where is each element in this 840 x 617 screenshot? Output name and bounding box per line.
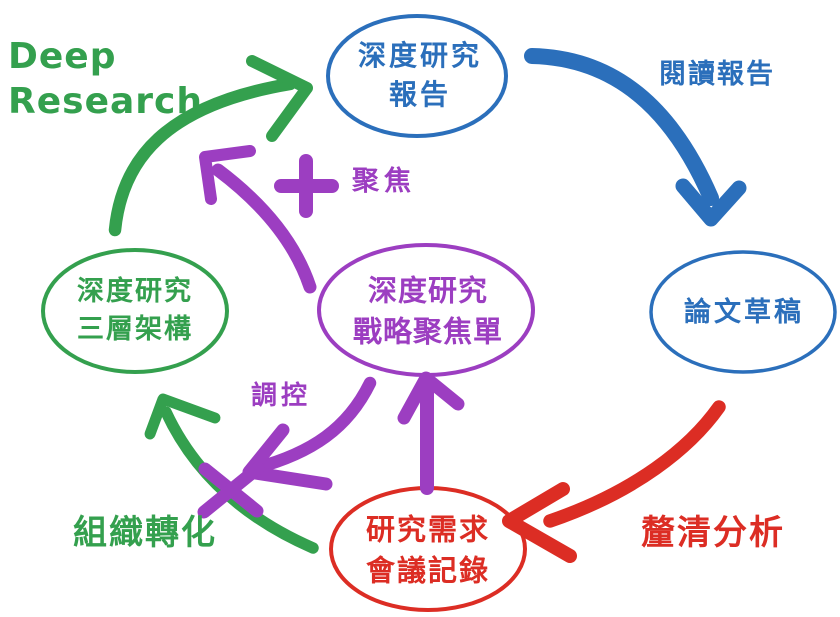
- regulate-label: 調控: [251, 381, 312, 411]
- plus-icon: [274, 154, 339, 218]
- x-mark-icon: [197, 461, 265, 519]
- deep-research-annotation: Deep Research: [8, 34, 203, 124]
- node-draft-label: 論文草稿: [684, 297, 804, 329]
- org-transform-label: 組織轉化: [73, 513, 217, 553]
- node-meeting-notes-line2: 會議記錄: [365, 553, 491, 587]
- node-report-line2: 報告: [388, 78, 452, 111]
- arrow-focus: [199, 145, 317, 294]
- node-report: 深度研究 報告: [358, 36, 482, 114]
- node-report-line1: 深度研究: [357, 38, 483, 72]
- ellipse-architecture: [41, 248, 229, 374]
- arrow-deep-research: [108, 55, 313, 237]
- node-meeting-notes: 研究需求 會議記錄: [366, 509, 490, 590]
- node-focus-list-line2: 戰略聚焦單: [352, 314, 504, 348]
- read-report-label: 閱讀報告: [659, 59, 775, 90]
- node-architecture: 深度研究 三層架構: [77, 273, 193, 349]
- node-focus-list: 深度研究 戰略聚焦單: [353, 270, 503, 351]
- arrow-promote: [397, 371, 465, 495]
- node-meeting-notes-line1: 研究需求: [365, 512, 491, 547]
- node-focus-list-line1: 深度研究: [367, 273, 489, 308]
- annotation-line1: Deep: [8, 36, 117, 77]
- ellipse-draft: [649, 250, 837, 374]
- node-architecture-line1: 深度研究: [77, 276, 193, 308]
- ellipse-report: [326, 14, 508, 138]
- arrow-clarify-analysis: [502, 400, 726, 563]
- node-draft: 論文草稿: [684, 294, 804, 332]
- annotation-line2: Research: [8, 81, 203, 122]
- clarify-analysis-label: 釐清分析: [641, 513, 785, 553]
- node-architecture-line2: 三層架構: [77, 314, 193, 345]
- arrow-read-report: [524, 48, 747, 227]
- focus-label: 聚焦: [352, 166, 416, 197]
